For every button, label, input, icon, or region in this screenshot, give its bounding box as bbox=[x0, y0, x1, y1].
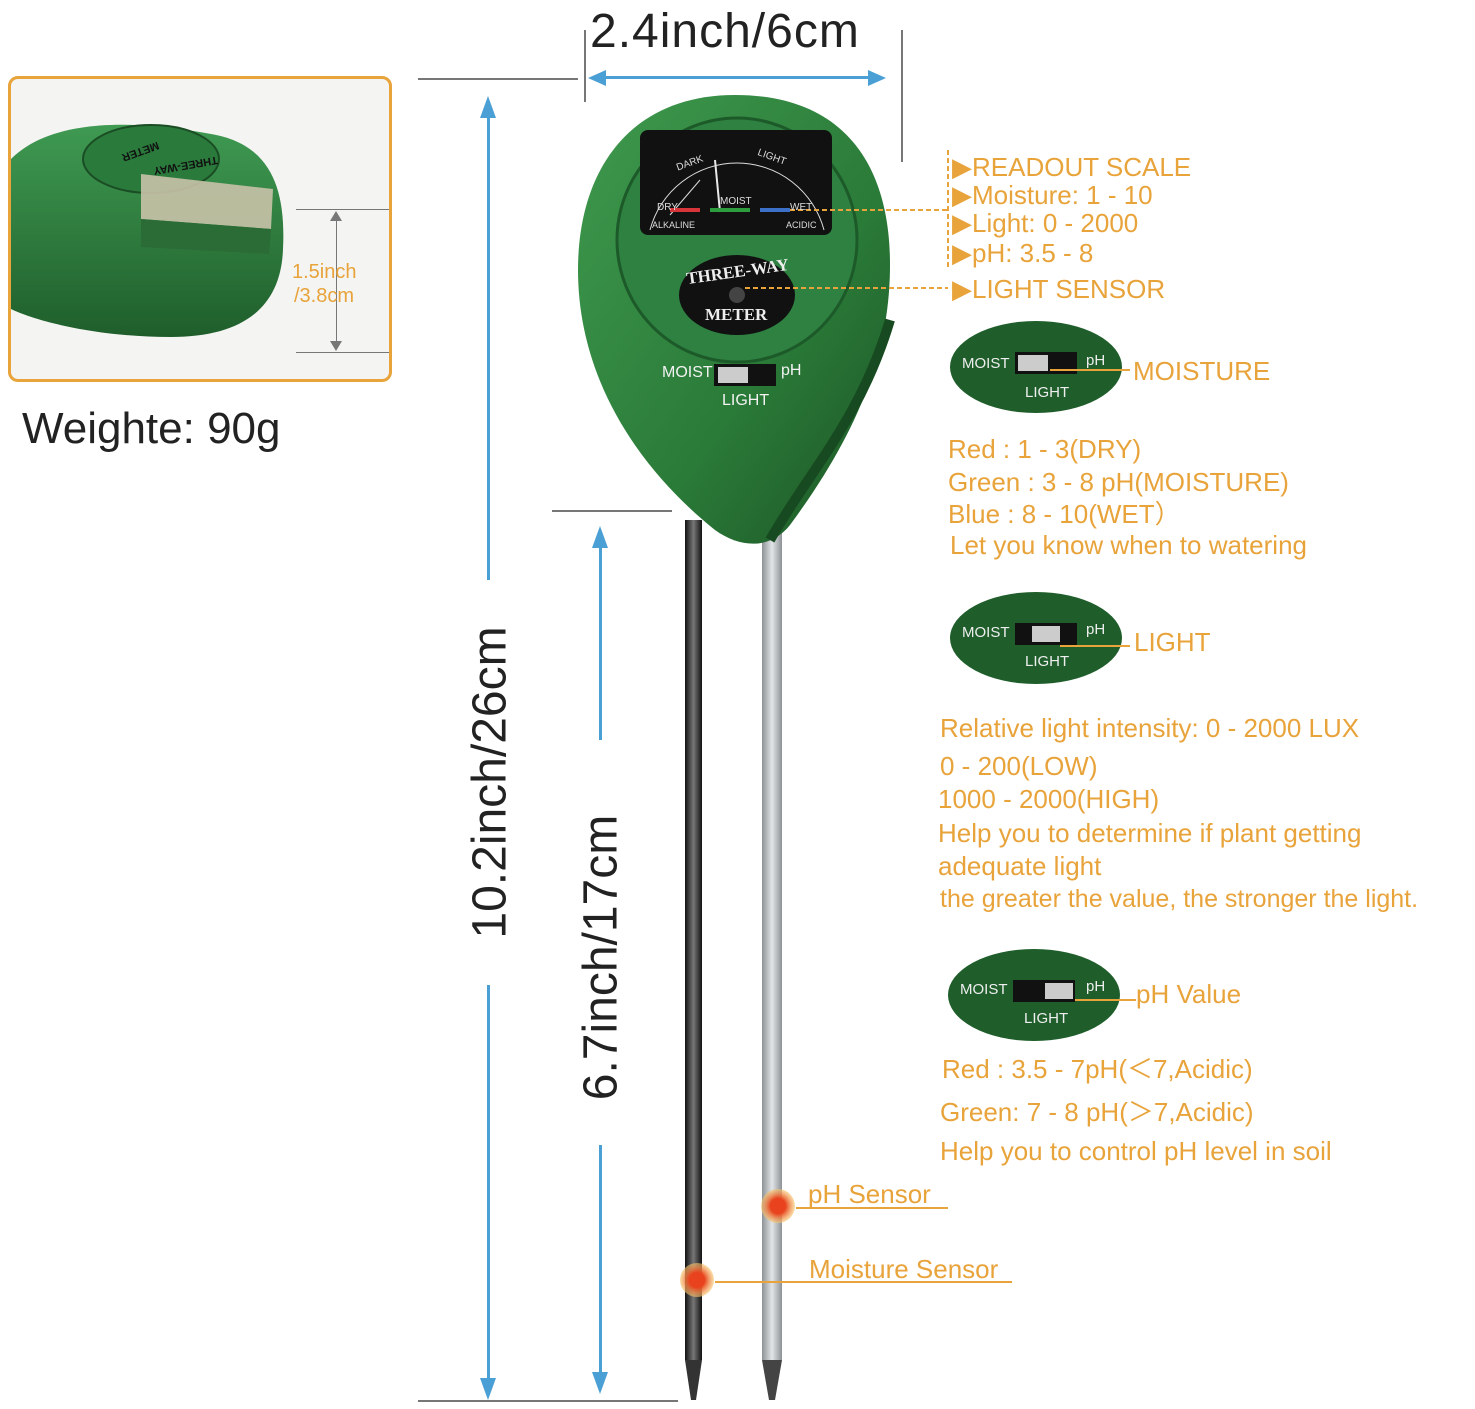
moisture-mode-label: MOISTURE bbox=[1133, 356, 1271, 386]
light-switch-badge bbox=[950, 592, 1130, 684]
thickness-arrow-down bbox=[330, 341, 342, 351]
badge3-moist: MOIST bbox=[960, 981, 1008, 998]
probe-dimension-line-bottom bbox=[599, 1145, 602, 1380]
light-line-3: 1000 - 2000(HIGH) bbox=[938, 784, 1160, 814]
moisture-sensor-label: Moisture Sensor bbox=[809, 1254, 999, 1284]
readout-moisture: ▶Moisture: 1 - 10 bbox=[952, 180, 1153, 210]
width-dimension-line bbox=[598, 76, 878, 79]
dial-acidic-label: ACIDIC bbox=[786, 220, 817, 230]
badge2-light: LIGHT bbox=[1025, 653, 1070, 670]
height-ext-bottom bbox=[418, 1400, 678, 1402]
height-dimension-line-top bbox=[487, 110, 490, 580]
width-label: 2.4inch/6cm bbox=[590, 5, 860, 58]
probe-arrow-up bbox=[592, 526, 608, 548]
light-line-1: Relative light intensity: 0 - 2000 LUX bbox=[940, 713, 1360, 743]
thickness-arrow-up bbox=[330, 211, 342, 221]
light-line-5: adequate light bbox=[938, 851, 1102, 881]
moisture-switch-badge bbox=[950, 321, 1130, 413]
badge3-light: LIGHT bbox=[1024, 1010, 1069, 1027]
dial-alkaline-label: ALKALINE bbox=[652, 220, 696, 230]
badge2-ph: pH bbox=[1086, 621, 1106, 638]
side-view-illustration bbox=[11, 124, 284, 337]
probe-arrow-down bbox=[592, 1372, 608, 1394]
width-arrow-left bbox=[588, 70, 606, 86]
dial-dry-label: DRY bbox=[657, 202, 678, 213]
height-arrow-up bbox=[480, 96, 496, 118]
width-ext-right bbox=[901, 30, 903, 162]
height-dimension-line-bottom bbox=[487, 985, 490, 1387]
height-arrow-down bbox=[480, 1378, 496, 1400]
width-ext-left bbox=[584, 30, 586, 102]
readout-ph: ▶pH: 3.5 - 8 bbox=[952, 238, 1094, 268]
light-line-6: the greater the value, the stronger the … bbox=[940, 885, 1419, 913]
badge1-light: LIGHT bbox=[1025, 384, 1070, 401]
moisture-line-2: Green : 3 - 8 pH(MOISTURE) bbox=[948, 467, 1289, 497]
badge1-moist: MOIST bbox=[962, 355, 1010, 372]
thickness-label-line1: 1.5inch bbox=[292, 261, 357, 283]
light-mode-label: LIGHT bbox=[1134, 627, 1211, 657]
switch-ph-label: pH bbox=[781, 362, 802, 379]
moisture-line-3: Blue : 8 - 10(WET） bbox=[948, 499, 1181, 529]
ph-sensor-label: pH Sensor bbox=[808, 1179, 931, 1209]
thickness-dimension-bottom-line bbox=[296, 352, 389, 353]
ph-switch-badge bbox=[948, 949, 1136, 1041]
probe-ext-top bbox=[552, 510, 672, 512]
thickness-dimension-top-line bbox=[296, 209, 389, 210]
light-sensor-label: ▶LIGHT SENSOR bbox=[952, 274, 1166, 304]
badge1-ph: pH bbox=[1086, 352, 1106, 369]
thickness-label-line2: /3.8cm bbox=[294, 285, 355, 307]
ph-line-1: Red : 3.5 - 7pH(＜7,Acidic) bbox=[942, 1054, 1253, 1084]
badge3-ph: pH bbox=[1086, 978, 1106, 995]
ph-line-3: Help you to control pH level in soil bbox=[940, 1136, 1332, 1166]
probe-dimension-line-top bbox=[599, 540, 602, 740]
switch-moist-label: MOIST bbox=[662, 364, 713, 381]
weight-label: Weighte: 90g bbox=[22, 404, 281, 453]
dial-moist-label: MOIST bbox=[720, 196, 752, 207]
thickness-dimension-arrow bbox=[336, 214, 337, 348]
badge2-moist: MOIST bbox=[962, 624, 1010, 641]
switch-light-label: LIGHT bbox=[722, 392, 770, 409]
moisture-line-4: Let you know when to watering bbox=[950, 530, 1307, 560]
moisture-line-1: Red : 1 - 3(DRY) bbox=[948, 434, 1142, 464]
dial-wet-label: WET bbox=[790, 202, 813, 213]
height-ext-top bbox=[418, 78, 578, 80]
width-arrow-right bbox=[868, 70, 886, 86]
light-line-2: 0 - 200(LOW) bbox=[940, 751, 1098, 781]
side-view-thumbnail: METER THREE-WAY 1.5inch /3.8cm bbox=[8, 76, 392, 382]
ph-mode-label: pH Value bbox=[1136, 979, 1242, 1009]
readout-light: ▶Light: 0 - 2000 bbox=[952, 208, 1139, 238]
ph-line-2: Green: 7 - 8 pH(＞7,Acidic) bbox=[940, 1097, 1254, 1127]
readout-title: ▶READOUT SCALE bbox=[952, 152, 1192, 182]
brand-bottom-text: METER bbox=[705, 305, 768, 324]
light-line-4: Help you to determine if plant getting bbox=[938, 818, 1362, 848]
